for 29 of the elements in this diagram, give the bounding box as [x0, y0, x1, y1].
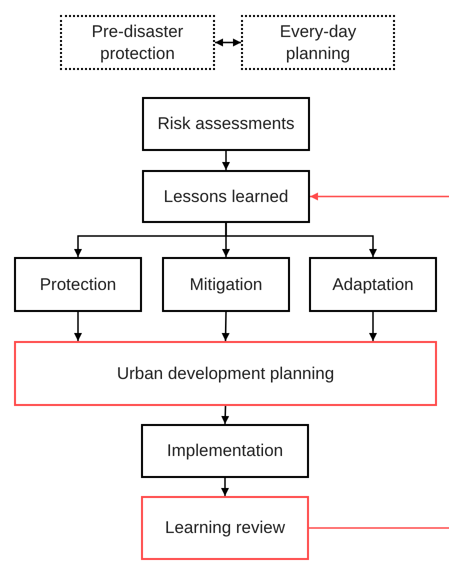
box-label: Lessons learned	[164, 186, 288, 208]
arrow	[215, 38, 241, 46]
arrow	[74, 312, 82, 341]
arrow	[369, 312, 377, 341]
box-label: Protection	[40, 274, 116, 296]
process-box	[142, 170, 310, 223]
box-label: Risk assessments	[158, 113, 294, 135]
process-box	[14, 257, 142, 312]
box-label: Adaptation	[332, 274, 414, 296]
arrow	[225, 223, 377, 257]
highlighted-box	[14, 341, 437, 406]
process-box	[142, 97, 310, 151]
dotted-box	[241, 15, 395, 70]
process-box	[162, 257, 290, 312]
arrow	[222, 151, 230, 170]
process-box	[309, 257, 437, 312]
process-box	[141, 424, 309, 478]
box-label: Pre-disaster protection	[90, 20, 184, 64]
highlighted-box	[141, 496, 309, 560]
box-label: Every-day planning	[278, 20, 358, 64]
arrow	[310, 192, 449, 200]
arrow	[221, 406, 230, 424]
dotted-box	[60, 15, 215, 70]
box-label: Learning review	[164, 517, 285, 539]
arrow	[222, 312, 230, 342]
box-label: Mitigation	[190, 274, 262, 296]
box-label: Urban development planning	[116, 362, 334, 384]
box-label: Implementation	[166, 440, 284, 462]
arrow	[221, 478, 229, 496]
